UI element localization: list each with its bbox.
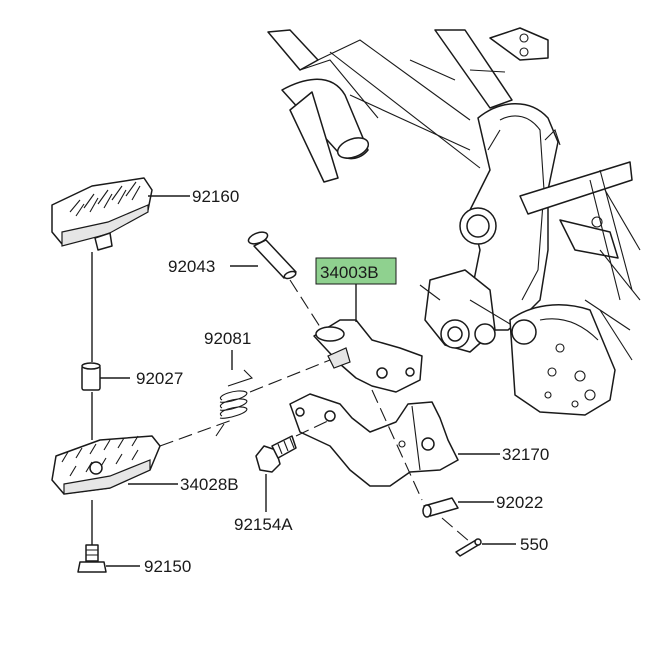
part-34028B-footpeg [51,435,161,495]
label-32170: 32170 [502,445,549,464]
part-92160-footpeg-rubber [51,177,153,251]
label-92027: 92027 [136,369,183,388]
part-550-cotter-pin [455,538,482,557]
label-92154A: 92154A [234,515,293,534]
label-34003B: 34003B [320,263,379,282]
part-92081-spring [215,369,254,437]
part-92043-pin [247,231,297,280]
part-92154A-bolt [255,435,297,473]
part-92027-collar [81,362,101,391]
label-92043: 92043 [168,257,215,276]
label-92160: 92160 [192,187,239,206]
part-32170-plate [289,393,459,487]
label-92150: 92150 [144,557,191,576]
label-92081: 92081 [204,329,251,348]
label-550: 550 [520,535,548,554]
part-34003B-bracket [313,319,423,393]
label-92022: 92022 [496,493,543,512]
label-34003B-highlight [315,257,397,285]
part-92022-washer [422,497,459,518]
motorcycle-frame [267,27,641,416]
part-92150-bolt [77,544,107,573]
label-34028B: 34028B [180,475,239,494]
